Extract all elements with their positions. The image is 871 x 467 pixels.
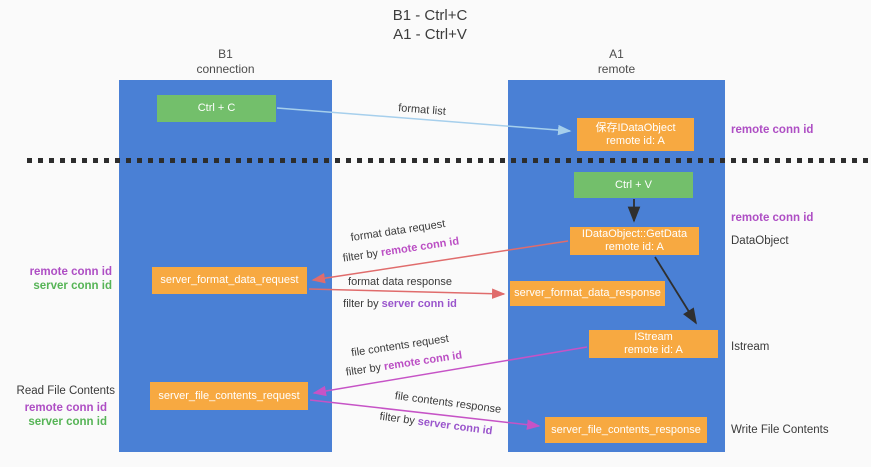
left-server-conn-id-2: server conn id [28, 416, 107, 428]
left-remote-conn-id-1: remote conn id [29, 266, 112, 278]
getdata-line2: remote id: A [605, 241, 664, 253]
filter-by-server-label-2: filter by server conn id [379, 411, 493, 438]
remote-conn-id-highlight: remote conn id [380, 235, 460, 259]
server-conn-id-highlight: server conn id [381, 298, 457, 310]
left-server-conn-id-1: server conn id [33, 280, 112, 292]
lane-header-b1: B1 connection [119, 47, 332, 77]
server-conn-id-highlight: server conn id [417, 415, 494, 438]
filter-by-text: filter by [378, 410, 419, 428]
filter-by-text: filter by [342, 247, 382, 265]
format-list-label: format list [397, 102, 447, 118]
ctrl-v-box: Ctrl + V [574, 172, 693, 198]
istream-annotation: Istream [731, 341, 770, 353]
save-idataobject-line1: 保存IDataObject [595, 121, 676, 134]
lane-a1-name: A1 [609, 47, 624, 61]
server-file-contents-request-box: server_file_contents_request [150, 382, 308, 410]
server-format-data-request-box: server_format_data_request [152, 267, 307, 294]
filter-by-server-label-1: filter by server conn id [343, 298, 457, 310]
istream-box: IStream remote id: A [589, 330, 718, 358]
server-file-contents-response-box: server_file_contents_response [545, 417, 707, 443]
server-format-data-response-box: server_format_data_response [510, 281, 665, 306]
save-idataobject-line2: remote id: A [606, 134, 665, 147]
dashed-separator [27, 158, 871, 163]
left-remote-conn-id-2: remote conn id [24, 402, 107, 414]
diagram-title: B1 - Ctrl+C A1 - Ctrl+V [0, 6, 860, 44]
lane-b1-subtitle: connection [196, 62, 255, 76]
istream-line2: remote id: A [624, 344, 683, 356]
lane-header-a1: A1 remote [508, 47, 725, 77]
ctrl-c-label: Ctrl + C [197, 102, 236, 114]
format-data-response-arrow [308, 288, 506, 299]
right-remote-conn-id-1: remote conn id [731, 124, 814, 136]
read-file-contents-annotation: Read File Contents [16, 385, 115, 397]
file-contents-response-label: file contents response [394, 390, 502, 416]
right-remote-conn-id-2: remote conn id [731, 212, 814, 224]
file-response-label: server_file_contents_response [551, 423, 701, 436]
lane-b1-name: B1 [218, 47, 233, 61]
ctrl-v-label: Ctrl + V [615, 178, 652, 191]
format-data-response-label: format data response [348, 276, 452, 288]
lane-a1-subtitle: remote [597, 62, 636, 76]
getdata-line1: IDataObject::GetData [581, 228, 688, 240]
istream-line1: IStream [634, 331, 673, 343]
filter-by-text: filter by [345, 361, 385, 379]
dataobject-annotation: DataObject [731, 235, 789, 247]
filter-by-text: filter by [343, 298, 382, 310]
save-idataobject-box: 保存IDataObject remote id: A [577, 118, 694, 151]
file-request-label: server_file_contents_request [158, 389, 300, 402]
title-line-1: B1 - Ctrl+C [392, 7, 468, 24]
remote-conn-id-highlight: remote conn id [383, 349, 463, 373]
format-request-label: server_format_data_request [160, 274, 299, 286]
idataobject-getdata-box: IDataObject::GetData remote id: A [570, 227, 699, 255]
write-file-contents-annotation: Write File Contents [731, 424, 829, 436]
title-line-2: A1 - Ctrl+V [393, 26, 467, 43]
format-response-label: server_format_data_response [514, 287, 661, 299]
ctrl-c-box: Ctrl + C [157, 95, 276, 122]
